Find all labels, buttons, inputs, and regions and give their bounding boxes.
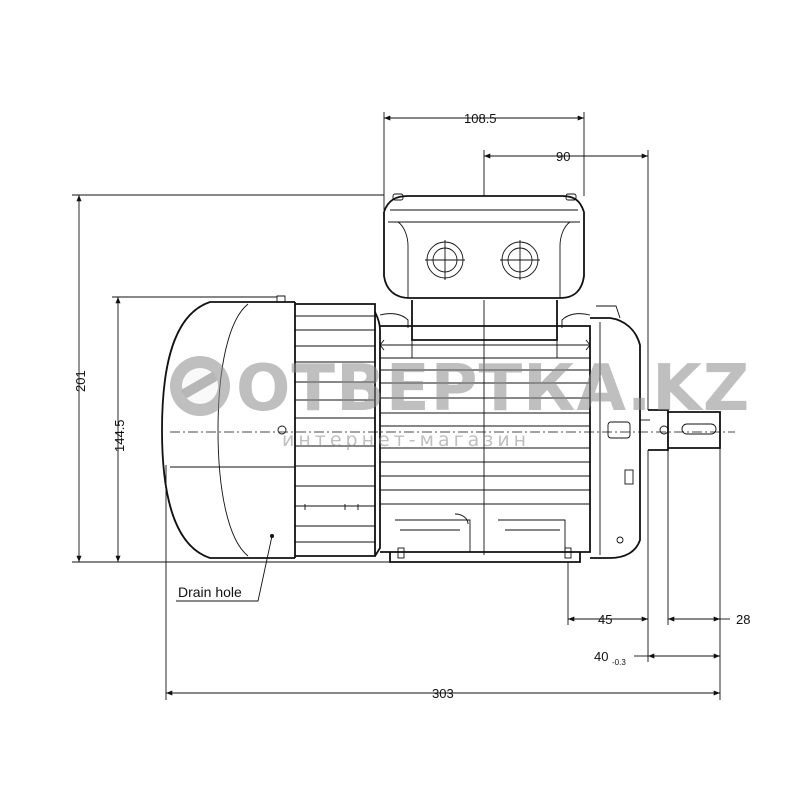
cable-gland-left-icon (425, 240, 465, 280)
stator-fins (294, 302, 376, 558)
main-housing (374, 300, 591, 563)
watermark-tagline: интернет-магазин (282, 429, 530, 451)
dim-top-width: 108.5 (464, 111, 497, 126)
dim-shaft-key: 28 (736, 612, 750, 627)
dimension-labels: 108.5 90 201 144.5 45 28 40 -0.3 303 Dra… (73, 111, 750, 701)
watermark-brand: ОТВЕРТКА.KZ (236, 352, 750, 426)
dim-shaft-length: 40 (594, 649, 608, 664)
dim-foot-offset: 45 (598, 612, 612, 627)
dim-terminal-offset: 90 (556, 149, 570, 164)
dim-shaft-tolerance: -0.3 (612, 658, 626, 667)
shaft (640, 409, 721, 451)
dim-overall-height: 201 (73, 370, 88, 392)
dimension-lines (72, 112, 730, 700)
flange-end (590, 305, 641, 559)
watermark: ОТВЕРТКА.KZ интернет-магазин (170, 352, 750, 451)
terminal-box (383, 193, 585, 299)
cable-gland-right-icon (500, 240, 540, 280)
motor-body (161, 193, 735, 563)
fan-cover (161, 295, 295, 559)
screwdriver-logo-icon (170, 356, 230, 416)
dim-shaft-height: 144.5 (112, 419, 127, 452)
drain-hole-label: Drain hole (178, 584, 242, 600)
dim-overall-length: 303 (432, 686, 454, 701)
